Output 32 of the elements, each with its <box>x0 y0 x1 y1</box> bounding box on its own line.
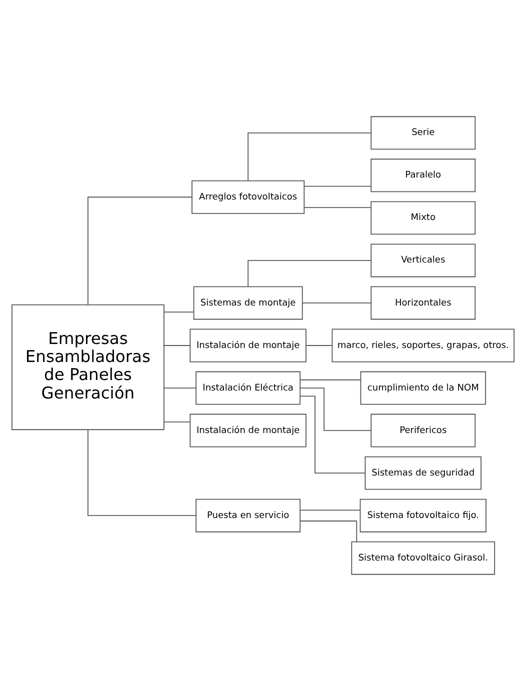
node-box: Sistemas de montaje <box>193 286 303 320</box>
connector <box>88 196 192 306</box>
node-box: Sistema fotovoltaico Girasol. <box>351 541 496 575</box>
connector <box>248 260 372 288</box>
node-box: Verticales <box>370 244 476 278</box>
connector <box>300 520 358 542</box>
node-box: Sistema fotovoltaico fijo. <box>360 498 486 532</box>
node-box: marco, rieles, soportes, grapas, otros. <box>332 328 514 362</box>
node-box: Arreglos fotovoltaicos <box>192 180 305 214</box>
connector <box>300 510 361 511</box>
node-box: Puesta en servicio <box>196 498 301 532</box>
node-box: Serie <box>370 116 476 150</box>
connector <box>164 345 190 346</box>
connector <box>300 388 372 431</box>
node-box: Instalación de montaje <box>190 414 306 448</box>
node-box: Horizontales <box>370 286 476 320</box>
connector <box>306 345 333 346</box>
connector <box>88 429 196 516</box>
connector <box>302 302 372 304</box>
node-box: cumplimiento de la NOM <box>360 371 486 405</box>
node-box: Sistemas de seguridad <box>364 456 482 490</box>
connector <box>300 396 366 474</box>
node-box: Perifericos <box>370 414 476 448</box>
node-box: Instalación Eléctrica <box>196 371 301 405</box>
node-box: Mixto <box>370 201 476 235</box>
connector <box>304 207 372 208</box>
connector <box>300 379 361 380</box>
node-box: Instalación de montaje <box>190 328 306 362</box>
node-box: Empresas Ensambladoras de Paneles Generación <box>12 304 164 430</box>
node-box: Paralelo <box>370 158 476 192</box>
connector <box>248 132 372 182</box>
connector <box>304 186 372 187</box>
